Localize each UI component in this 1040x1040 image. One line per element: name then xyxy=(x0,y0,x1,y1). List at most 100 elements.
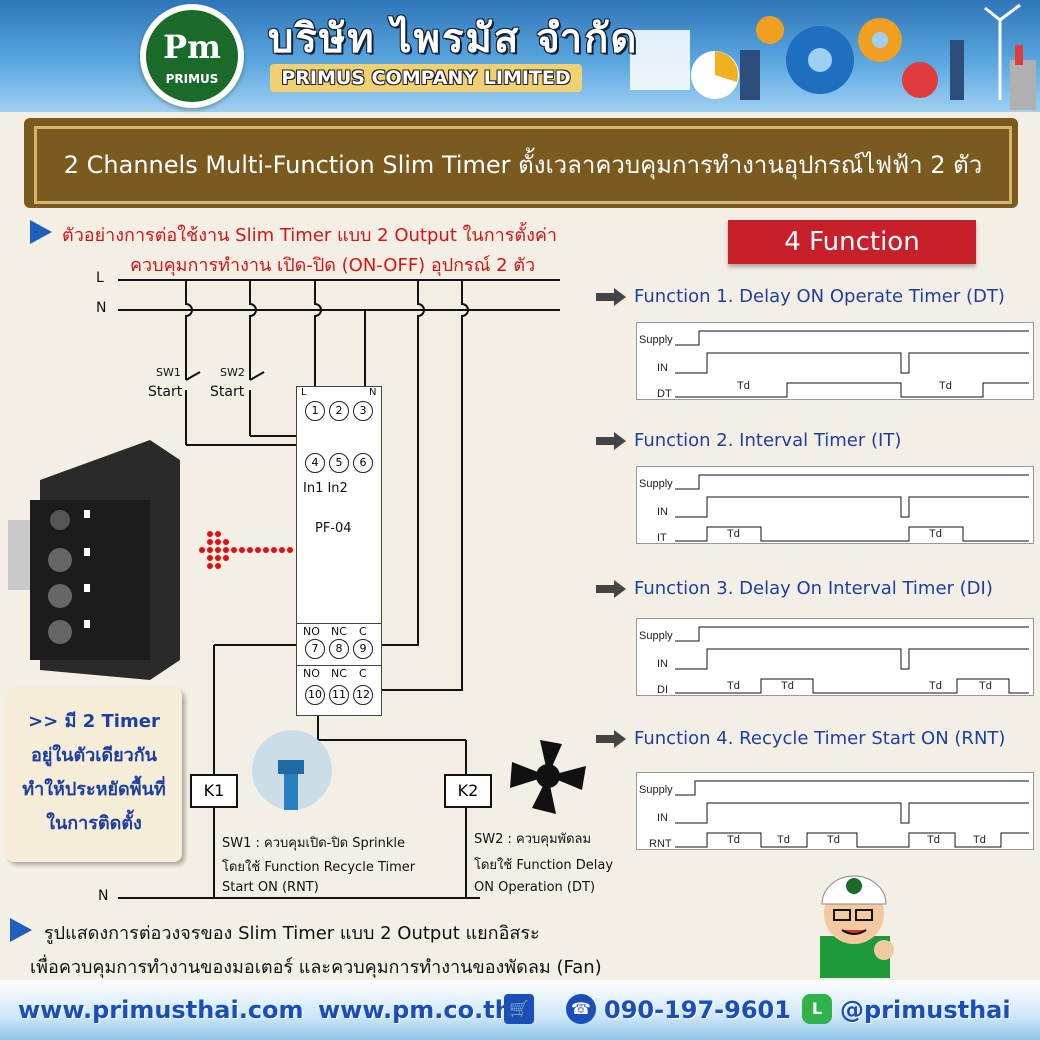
header-illustration xyxy=(630,3,1036,110)
intro-line-2: ควบคุมการทำงาน เปิด-ปิด (ON-OFF) อุปกรณ์… xyxy=(130,255,536,276)
sw1-start-label: Start xyxy=(148,384,183,400)
function-2-title: Function 2. Interval Timer (IT) xyxy=(634,430,902,451)
page-title: 2 Channels Multi-Function Slim Timer ตั้… xyxy=(63,151,983,179)
svg-text:Supply: Supply xyxy=(639,334,673,346)
sw2-desc-line-2: โดยใช้ Function Delay xyxy=(474,858,614,873)
svg-text:IN: IN xyxy=(657,812,668,824)
svg-text:Td: Td xyxy=(781,680,794,692)
function-4-timing-chart: Supply IN RNT Td Td Td Td Td xyxy=(636,772,1034,850)
company-logo: Pm PRIMUS xyxy=(140,4,244,108)
line-app-icon[interactable]: L xyxy=(802,994,832,1024)
line-l-label: L xyxy=(96,270,104,286)
sw2-desc-line-3: ON Operation (DT) xyxy=(474,880,596,895)
svg-text:IN: IN xyxy=(657,362,668,374)
svg-text:Td: Td xyxy=(727,680,740,692)
wiring-diagram xyxy=(8,279,586,899)
relay2-c: C xyxy=(359,667,367,680)
relay1-nc: NC xyxy=(331,625,347,638)
line-id[interactable]: @primusthai xyxy=(840,996,1011,1024)
intro-line-1: ตัวอย่างการต่อใช้งาน Slim Timer แบบ 2 Ou… xyxy=(62,225,557,246)
svg-text:Td: Td xyxy=(929,680,942,692)
svg-text:Td: Td xyxy=(737,380,750,392)
svg-text:RNT: RNT xyxy=(649,838,672,849)
function-2-timing-chart: Supply IN IT Td Td xyxy=(636,466,1034,544)
device-top-n: N xyxy=(369,387,377,398)
company-name-thai: บริษัท ไพรมัส จำกัด xyxy=(268,16,639,62)
cart-icon[interactable]: 🛒 xyxy=(504,994,534,1024)
terminal-7: 7 xyxy=(305,639,325,659)
phone-icon[interactable]: ☎ xyxy=(566,994,596,1024)
website-primusthai-link[interactable]: www.primusthai.com xyxy=(18,996,304,1024)
functions-banner: 4 Function xyxy=(728,220,976,264)
footer: www.primusthai.com www.pm.co.th 🛒 ☎ 090-… xyxy=(0,980,1040,1040)
svg-text:Supply: Supply xyxy=(639,630,673,642)
functions-banner-label: 4 Function xyxy=(784,227,920,257)
sw2-label: SW2 xyxy=(220,366,245,379)
svg-text:Td: Td xyxy=(827,834,840,846)
svg-text:IT: IT xyxy=(657,532,667,543)
bottom-description-line-2: เพื่อควบคุมการทำงานของมอเตอร์ และควบคุมก… xyxy=(30,957,602,978)
terminal-11: 11 xyxy=(329,685,349,705)
sw1-desc-line-3: Start ON (RNT) xyxy=(222,880,319,895)
terminal-2: 2 xyxy=(329,401,349,421)
svg-text:Supply: Supply xyxy=(639,478,673,490)
svg-text:Td: Td xyxy=(777,834,790,846)
function-1-title: Function 1. Delay ON Operate Timer (DT) xyxy=(634,286,1005,307)
sw1-desc-line-1: SW1 : ควบคุมเปิด-ปิด Sprinkle xyxy=(222,836,406,851)
title-bar: 2 Channels Multi-Function Slim Timer ตั้… xyxy=(24,118,1018,208)
arrow-right-icon xyxy=(10,918,32,942)
fan-image xyxy=(510,740,586,814)
svg-text:Td: Td xyxy=(929,528,942,540)
arrow-right-icon xyxy=(596,432,626,450)
note-box: >> มี 2 Timer อยู่ในตัวเดียวกัน ทำให้ประ… xyxy=(6,688,182,862)
terminal-1: 1 xyxy=(305,401,325,421)
company-name-english: PRIMUS COMPANY LIMITED xyxy=(270,64,582,92)
function-1-timing-chart: Supply IN DT Td Td xyxy=(636,322,1034,400)
line-n-label: N xyxy=(96,300,107,316)
arrow-right-icon xyxy=(596,730,626,748)
sprinkler-image xyxy=(252,730,332,810)
header-banner: Pm PRIMUS บริษัท ไพรมัส จำกัด PRIMUS COM… xyxy=(0,0,1040,112)
terminal-6: 6 xyxy=(353,453,373,473)
sw1-desc-line-2: โดยใช้ Function Recycle Timer xyxy=(222,860,416,875)
svg-text:Td: Td xyxy=(727,834,740,846)
terminal-4: 4 xyxy=(305,453,325,473)
device-model-label: PF-04 xyxy=(315,521,352,536)
contactor-k2: K2 xyxy=(444,774,492,808)
svg-text:IN: IN xyxy=(657,506,668,518)
sw2-start-label: Start xyxy=(210,384,245,400)
phone-number[interactable]: 090-197-9601 xyxy=(604,996,791,1024)
note-line-2: อยู่ในตัวเดียวกัน xyxy=(31,745,157,766)
contactor-k1: K1 xyxy=(190,774,238,808)
function-4-title: Function 4. Recycle Timer Start ON (RNT) xyxy=(634,728,1006,749)
arrow-right-icon xyxy=(596,580,626,598)
svg-text:Td: Td xyxy=(979,680,992,692)
relay2-no: NO xyxy=(303,667,320,680)
mascot-engineer-image xyxy=(820,875,894,978)
pf04-timer-device: L N 1 2 3 4 5 6 In1 In2 PF-04 NO NC C 7 … xyxy=(296,386,382,716)
terminal-12: 12 xyxy=(353,685,373,705)
svg-text:Td: Td xyxy=(727,528,740,540)
inputs-label: In1 In2 xyxy=(303,481,348,496)
bottom-description-line-1: รูปแสดงการต่อวงจรของ Slim Timer แบบ 2 Ou… xyxy=(44,923,540,944)
line-n-bottom-label: N xyxy=(98,888,109,904)
relay1-c: C xyxy=(359,625,367,638)
note-line-4: ในการติดตั้ง xyxy=(46,813,142,834)
svg-text:Td: Td xyxy=(939,380,952,392)
svg-text:Supply: Supply xyxy=(639,784,673,796)
website-pm-link[interactable]: www.pm.co.th xyxy=(318,996,512,1024)
svg-text:Td: Td xyxy=(973,834,986,846)
note-line-1: >> มี 2 Timer xyxy=(28,711,160,732)
logo-mark: Pm xyxy=(163,28,221,66)
svg-text:Td: Td xyxy=(927,834,940,846)
svg-text:DI: DI xyxy=(657,684,668,695)
function-3-timing-chart: Supply IN DI Td Td Td Td xyxy=(636,618,1034,696)
svg-text:IN: IN xyxy=(657,658,668,670)
note-line-3: ทำให้ประหยัดพื้นที่ xyxy=(22,779,166,800)
arrow-right-icon xyxy=(596,288,626,306)
device-top-l: L xyxy=(301,387,307,398)
svg-text:DT: DT xyxy=(657,388,672,399)
arrow-right-icon xyxy=(30,220,52,244)
terminal-3: 3 xyxy=(353,401,373,421)
timer-device-photo xyxy=(8,440,180,680)
